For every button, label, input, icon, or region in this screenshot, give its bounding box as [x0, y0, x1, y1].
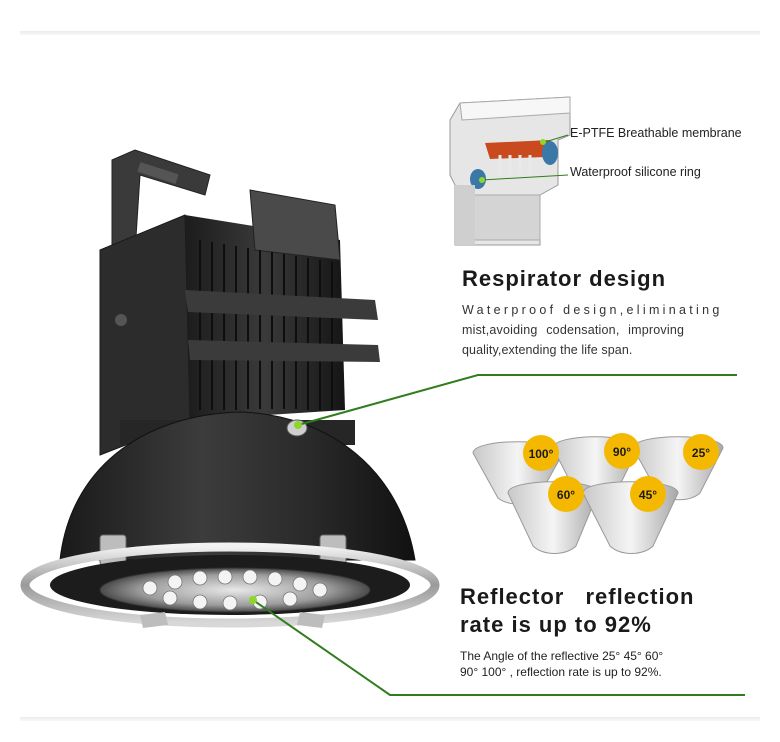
badge-60-label: 60° — [557, 488, 575, 502]
bottom-divider — [20, 717, 760, 721]
ring-marker — [479, 177, 485, 183]
badge-100-label: 100° — [529, 447, 554, 461]
ring-callout-label: Waterproof silicone ring — [570, 165, 701, 179]
badge-25-label: 25° — [692, 446, 710, 460]
membrane-marker — [540, 139, 546, 145]
respirator-line-1: Waterproof design,eliminating — [462, 303, 723, 317]
reflector-marker — [249, 596, 257, 604]
respirator-heading: Respirator design — [462, 266, 667, 291]
top-divider — [20, 31, 760, 35]
reflector-description: The Angle of the reflective 25° 45° 60° … — [460, 648, 663, 680]
reflector-heading: Reflector reflection rate is up to 92% — [460, 583, 695, 639]
badge-100: 100° — [523, 435, 559, 471]
badge-90: 90° — [604, 433, 640, 469]
membrane-callout-label: E-PTFE Breathable membrane — [570, 126, 742, 140]
reflector-heading-line-1: Reflector reflection — [460, 584, 695, 609]
badge-45: 45° — [630, 476, 666, 512]
respirator-line-2: mist,avoiding codensation, improving — [462, 323, 685, 337]
respirator-vent-cutaway-illustration — [449, 96, 571, 246]
badge-25: 25° — [683, 434, 719, 470]
reflector-line-1: The Angle of the reflective 25° 45° 60° — [460, 649, 664, 663]
respirator-line-3: quality,extending the life span. — [462, 343, 633, 357]
badge-45-label: 45° — [639, 488, 657, 502]
badge-60: 60° — [548, 476, 584, 512]
reflector-heading-line-2: rate is up to 92% — [460, 612, 652, 637]
led-high-bay-lamp-illustration — [20, 149, 440, 628]
respirator-description: Waterproof design,eliminating mist,avoid… — [462, 300, 754, 360]
badge-90-label: 90° — [613, 445, 631, 459]
respirator-marker — [294, 421, 302, 429]
reflector-line-2: 90° 100° , reflection rate is up to 92%. — [460, 665, 662, 679]
